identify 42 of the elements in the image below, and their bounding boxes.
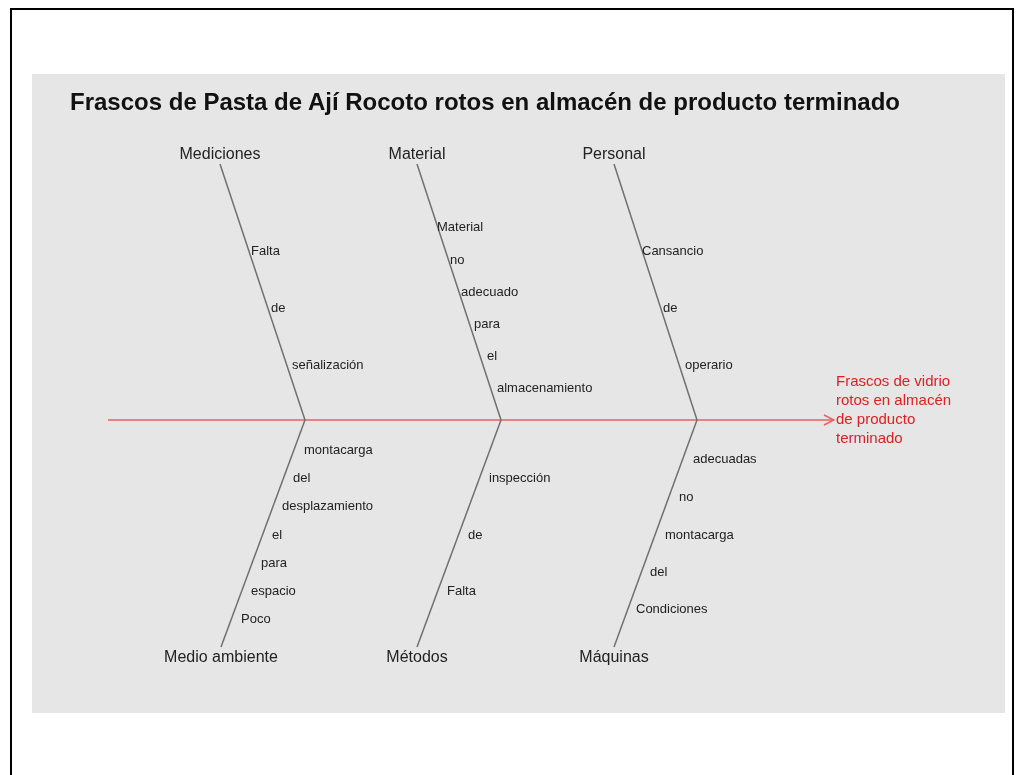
- cause-word: del: [650, 563, 668, 579]
- cause-word: de: [271, 299, 286, 315]
- category-label: Métodos: [386, 648, 448, 666]
- cause-word: espacio: [251, 582, 296, 598]
- cause-word: de: [468, 526, 483, 542]
- cause-word: adecuado: [461, 283, 519, 299]
- diagram-title: Frascos de Pasta de Ají Rocoto rotos en almacén de producto terminado: [70, 88, 900, 116]
- cause-word: operario: [685, 356, 733, 372]
- category-label: Medio ambiente: [164, 648, 278, 666]
- cause-word: desplazamiento: [282, 497, 374, 513]
- cause-word: el: [487, 347, 498, 363]
- spine-arrow: [107, 414, 835, 426]
- cause-word: inspección: [489, 469, 551, 485]
- cause-word: el: [272, 526, 283, 542]
- category-label: Personal: [582, 145, 646, 163]
- effect-label: Frascos de vidrio rotos en almacén de producto terminado: [836, 371, 954, 447]
- bone-line: [219, 163, 306, 421]
- cause-word: montacarga: [304, 441, 373, 457]
- cause-word: Poco: [241, 610, 271, 626]
- bone-line: [613, 419, 698, 648]
- cause-word: almacenamiento: [497, 379, 593, 395]
- bone-line: [613, 163, 698, 421]
- bone-line: [416, 163, 502, 421]
- cause-word: Falta: [251, 242, 280, 258]
- category-label: Material: [388, 145, 446, 163]
- bone-line: [220, 419, 306, 648]
- cause-word: adecuadas: [693, 450, 757, 466]
- bone-line: [416, 419, 502, 648]
- cause-word: no: [679, 488, 694, 504]
- cause-word: señalización: [292, 356, 364, 372]
- cause-word: Material: [437, 218, 484, 234]
- cause-word: para: [261, 554, 288, 570]
- cause-word: del: [293, 469, 311, 485]
- cause-word: Condiciones: [636, 600, 708, 616]
- category-label: Mediciones: [179, 145, 261, 163]
- cause-word: Cansancio: [642, 242, 704, 258]
- cause-word: montacarga: [665, 526, 734, 542]
- cause-word: de: [663, 299, 678, 315]
- category-label: Máquinas: [579, 648, 649, 666]
- cause-word: Falta: [447, 582, 476, 598]
- cause-word: para: [474, 315, 501, 331]
- cause-word: no: [450, 251, 465, 267]
